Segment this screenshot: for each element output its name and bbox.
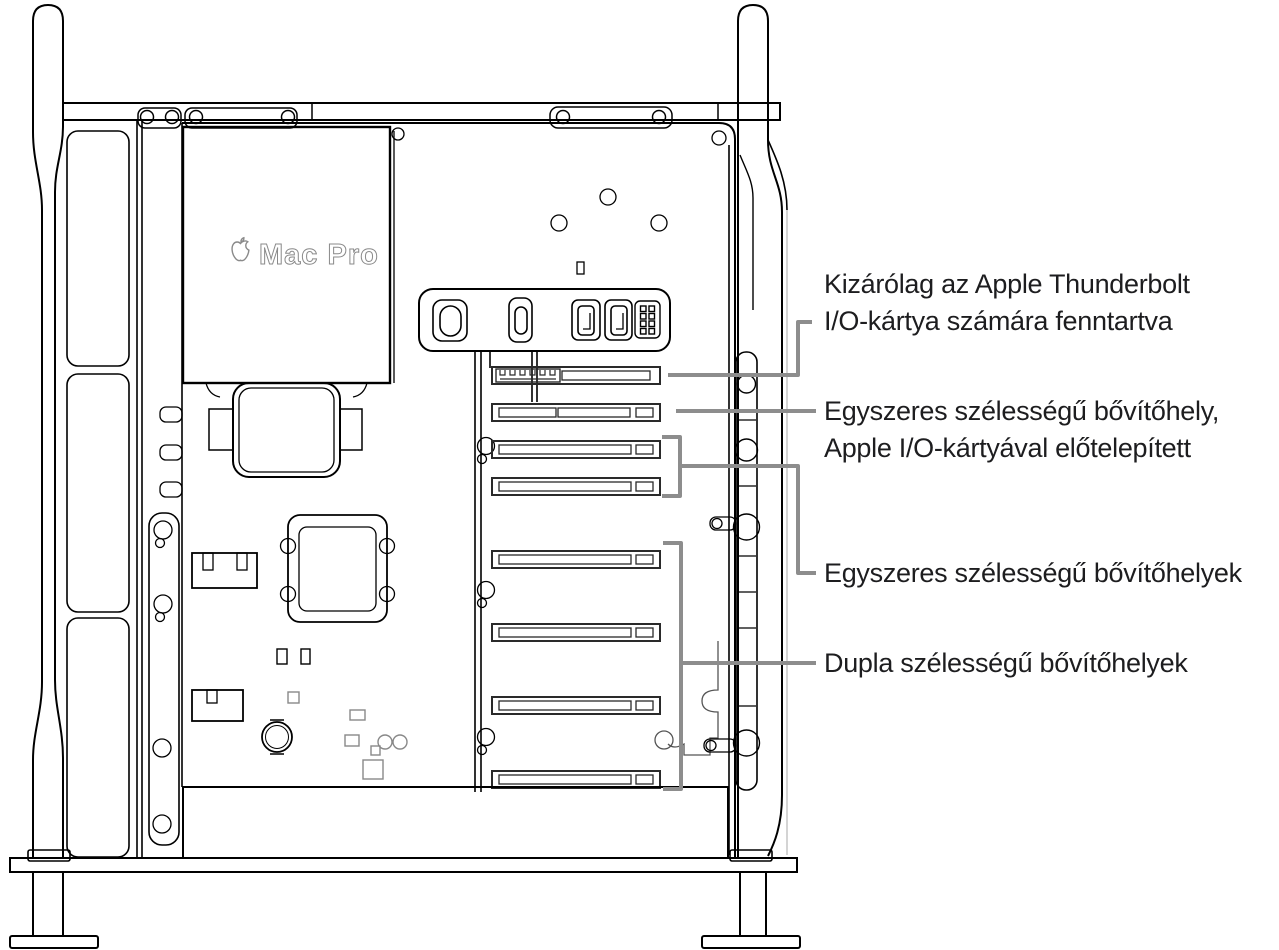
pcie-slot-2-io-card — [491, 403, 661, 422]
slot-latch-lever — [654, 641, 719, 756]
motherboard-panel — [182, 122, 736, 857]
coin-cell-battery — [261, 719, 293, 755]
bottom-frame-bar — [9, 857, 798, 873]
callout-label-thunderbolt-reserved: Kizárólag az Apple Thunderbolt I/O-kárty… — [824, 266, 1190, 340]
left-rails — [136, 120, 183, 857]
apple-logo-icon — [231, 236, 250, 262]
right-handle — [737, 3, 788, 858]
callout-bracket-single-wide — [662, 435, 682, 498]
top-frame-bar — [62, 102, 781, 121]
io-panel — [418, 288, 671, 352]
callout-label-single-wide: Egyszeres szélességű bővítőhelyek — [824, 555, 1242, 592]
pcie-slot-7 — [491, 696, 661, 715]
callout-label-line: Apple I/O-kártyával előtelepített — [824, 433, 1191, 463]
pcie-slot-4 — [491, 477, 661, 496]
pcie-slot-1-thunderbolt-io — [491, 366, 661, 385]
heatsink — [205, 382, 368, 478]
callout-label-double-wide: Dupla szélességű bővítőhelyek — [824, 645, 1188, 682]
callout-label-line: I/O-kártya számára fenntartva — [824, 306, 1173, 336]
pcie-slot-3 — [491, 440, 661, 459]
callout-lines — [662, 320, 816, 791]
power-grid-connector — [634, 300, 661, 339]
power-connector-block — [191, 552, 258, 589]
pcie-slot-8 — [491, 770, 661, 789]
aux-connector-block — [191, 689, 244, 722]
callout-line-thunderbolt — [668, 320, 812, 377]
psu-unit: Mac Pro — [181, 125, 395, 385]
displayport-port-2 — [604, 299, 633, 341]
small-board-components — [276, 648, 408, 780]
left-foot — [9, 849, 99, 949]
cpu-socket — [279, 514, 396, 623]
callout-label-single-wide-preinstalled: Egyszeres szélességű bővítőhely, Apple I… — [824, 393, 1219, 467]
bottom-tray — [182, 786, 729, 859]
callout-label-line: Egyszeres szélességű bővítőhely, — [824, 396, 1220, 426]
usb-c-port — [508, 297, 533, 343]
pcie-slot-5 — [491, 550, 661, 569]
displayport-port-1 — [571, 299, 601, 341]
fan-compartments — [66, 130, 130, 858]
callout-line-single-wide — [680, 464, 816, 575]
pcie-cage-rails — [474, 351, 538, 792]
callout-label-line: Dupla szélességű bővítőhelyek — [824, 648, 1188, 678]
callout-label-line: Kizárólag az Apple Thunderbolt — [824, 269, 1190, 299]
pcie-slot-6 — [491, 623, 661, 642]
right-foot — [701, 849, 801, 949]
pcie-slots — [491, 366, 661, 789]
right-latch-rail — [703, 154, 761, 791]
mac-pro-logo-text: Mac Pro — [259, 239, 379, 271]
left-handle — [32, 3, 64, 858]
callout-label-line: Egyszeres szélességű bővítőhelyek — [824, 558, 1242, 588]
callout-bracket-double-wide — [663, 541, 683, 791]
power-button-port — [432, 299, 468, 342]
top-mounting-plates — [137, 106, 673, 129]
